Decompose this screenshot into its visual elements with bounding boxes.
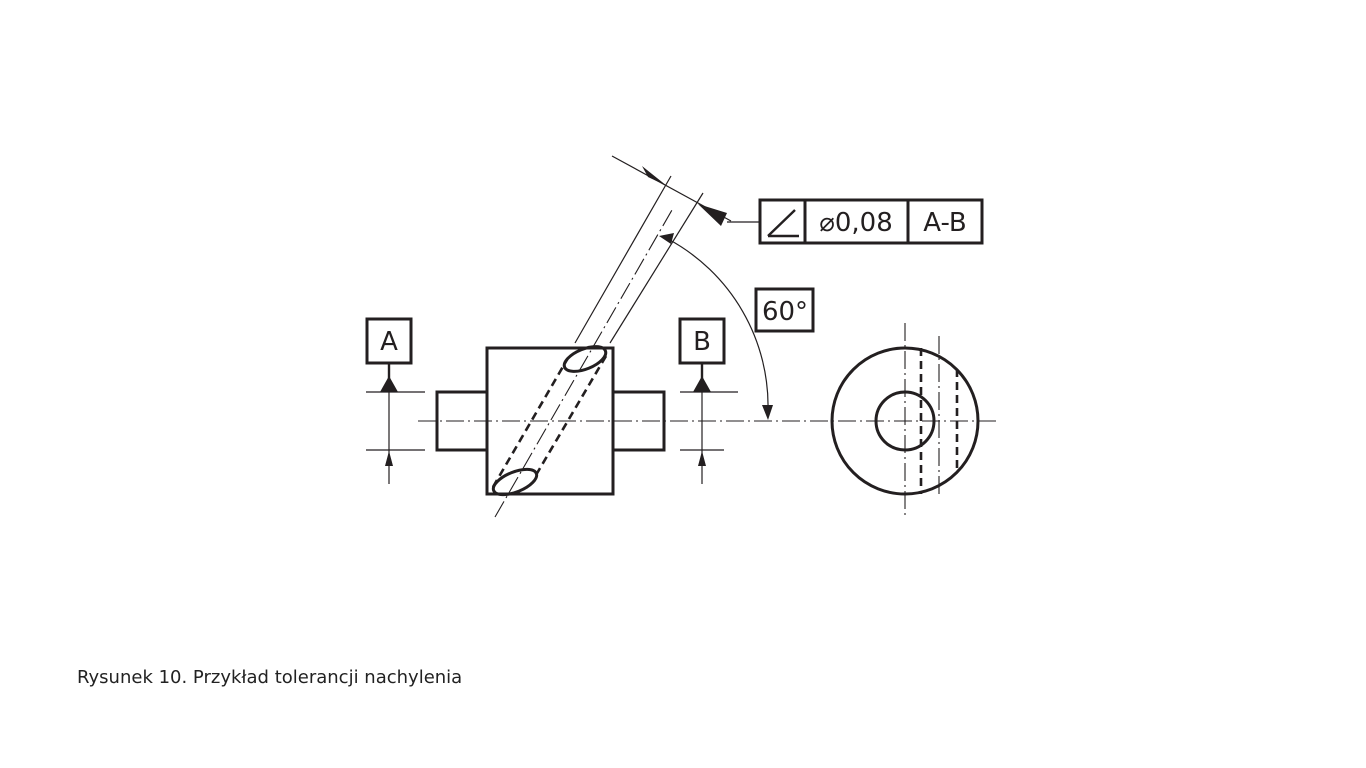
feature-control-frame: ⌀0,08 A-B bbox=[758, 198, 984, 245]
datum-reference: A-B bbox=[923, 208, 967, 238]
zone-line-right bbox=[609, 192, 704, 344]
zone-arrow-left bbox=[642, 166, 667, 186]
right-shaft bbox=[611, 390, 666, 452]
angularity-icon bbox=[767, 209, 799, 238]
zone-arrow-right bbox=[698, 204, 727, 226]
tolerance-value: ⌀0,08 bbox=[819, 208, 893, 238]
datum-a-label: A bbox=[380, 327, 398, 357]
left-shaft bbox=[435, 390, 489, 452]
angle-label: 60° bbox=[762, 297, 808, 327]
side-view bbox=[830, 323, 980, 519]
datum-b: B bbox=[678, 317, 738, 484]
angle-arrow-bottom bbox=[762, 405, 773, 420]
angle-dimension-arc bbox=[667, 238, 769, 413]
hole-top-ellipse bbox=[562, 345, 608, 373]
hole-hidden-edge-left bbox=[491, 357, 570, 488]
angle-arrow-top bbox=[659, 233, 674, 244]
datum-a: A bbox=[365, 317, 425, 484]
hole-bottom-ellipse bbox=[491, 467, 539, 497]
angle-label-box bbox=[754, 287, 815, 333]
hole-hidden-edge-right bbox=[534, 355, 608, 476]
datum-b-label: B bbox=[693, 327, 711, 357]
hole-axis-centerline bbox=[494, 209, 673, 518]
zone-line-left bbox=[574, 175, 672, 344]
figure-caption: Rysunek 10. Przykład tolerancji nachylen… bbox=[77, 667, 463, 688]
